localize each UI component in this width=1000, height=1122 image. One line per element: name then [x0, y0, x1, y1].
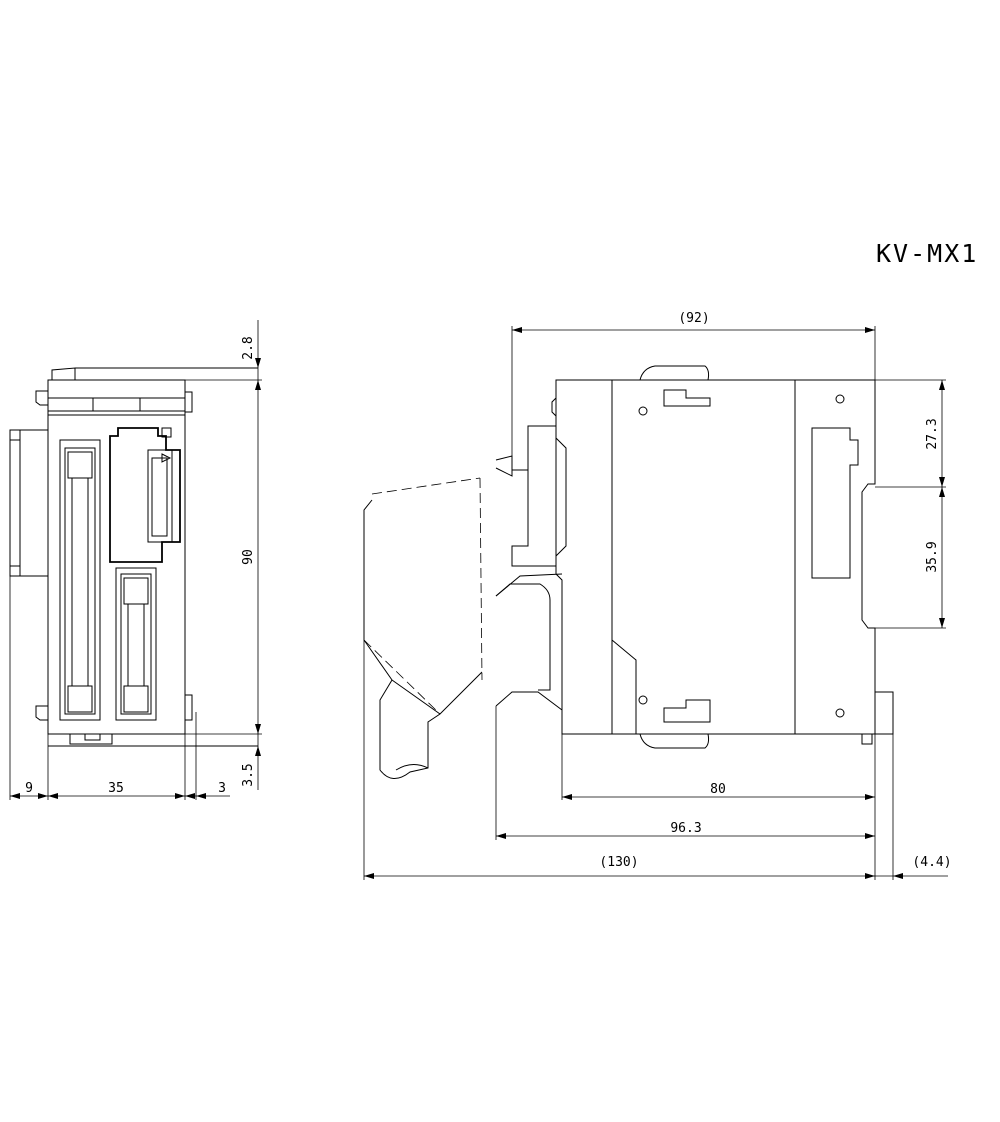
model-title: KV-MX1	[876, 239, 978, 268]
dim-depth-connector: 96.3	[670, 821, 701, 836]
dim-left: 9	[25, 781, 33, 796]
dim-protrusion: (4.4)	[912, 855, 951, 870]
dim-bottom: 3.5	[241, 763, 256, 786]
dim-depth: 80	[710, 782, 726, 797]
side-view: (92) 27.3 35.9 80 96.3 (130) (4.4)	[363, 311, 952, 880]
dim-right: 3	[218, 781, 226, 796]
dim-top-overall: (92)	[678, 311, 709, 326]
dim-height: 90	[241, 549, 256, 565]
dim-width: 35	[108, 781, 124, 796]
front-view: 2.8 90 3.5 9 35 3	[9, 320, 262, 800]
dim-upper: 27.3	[925, 418, 940, 449]
dim-overall: (130)	[599, 855, 638, 870]
dim-top: 2.8	[241, 336, 256, 359]
dim-rail: 35.9	[925, 541, 940, 572]
